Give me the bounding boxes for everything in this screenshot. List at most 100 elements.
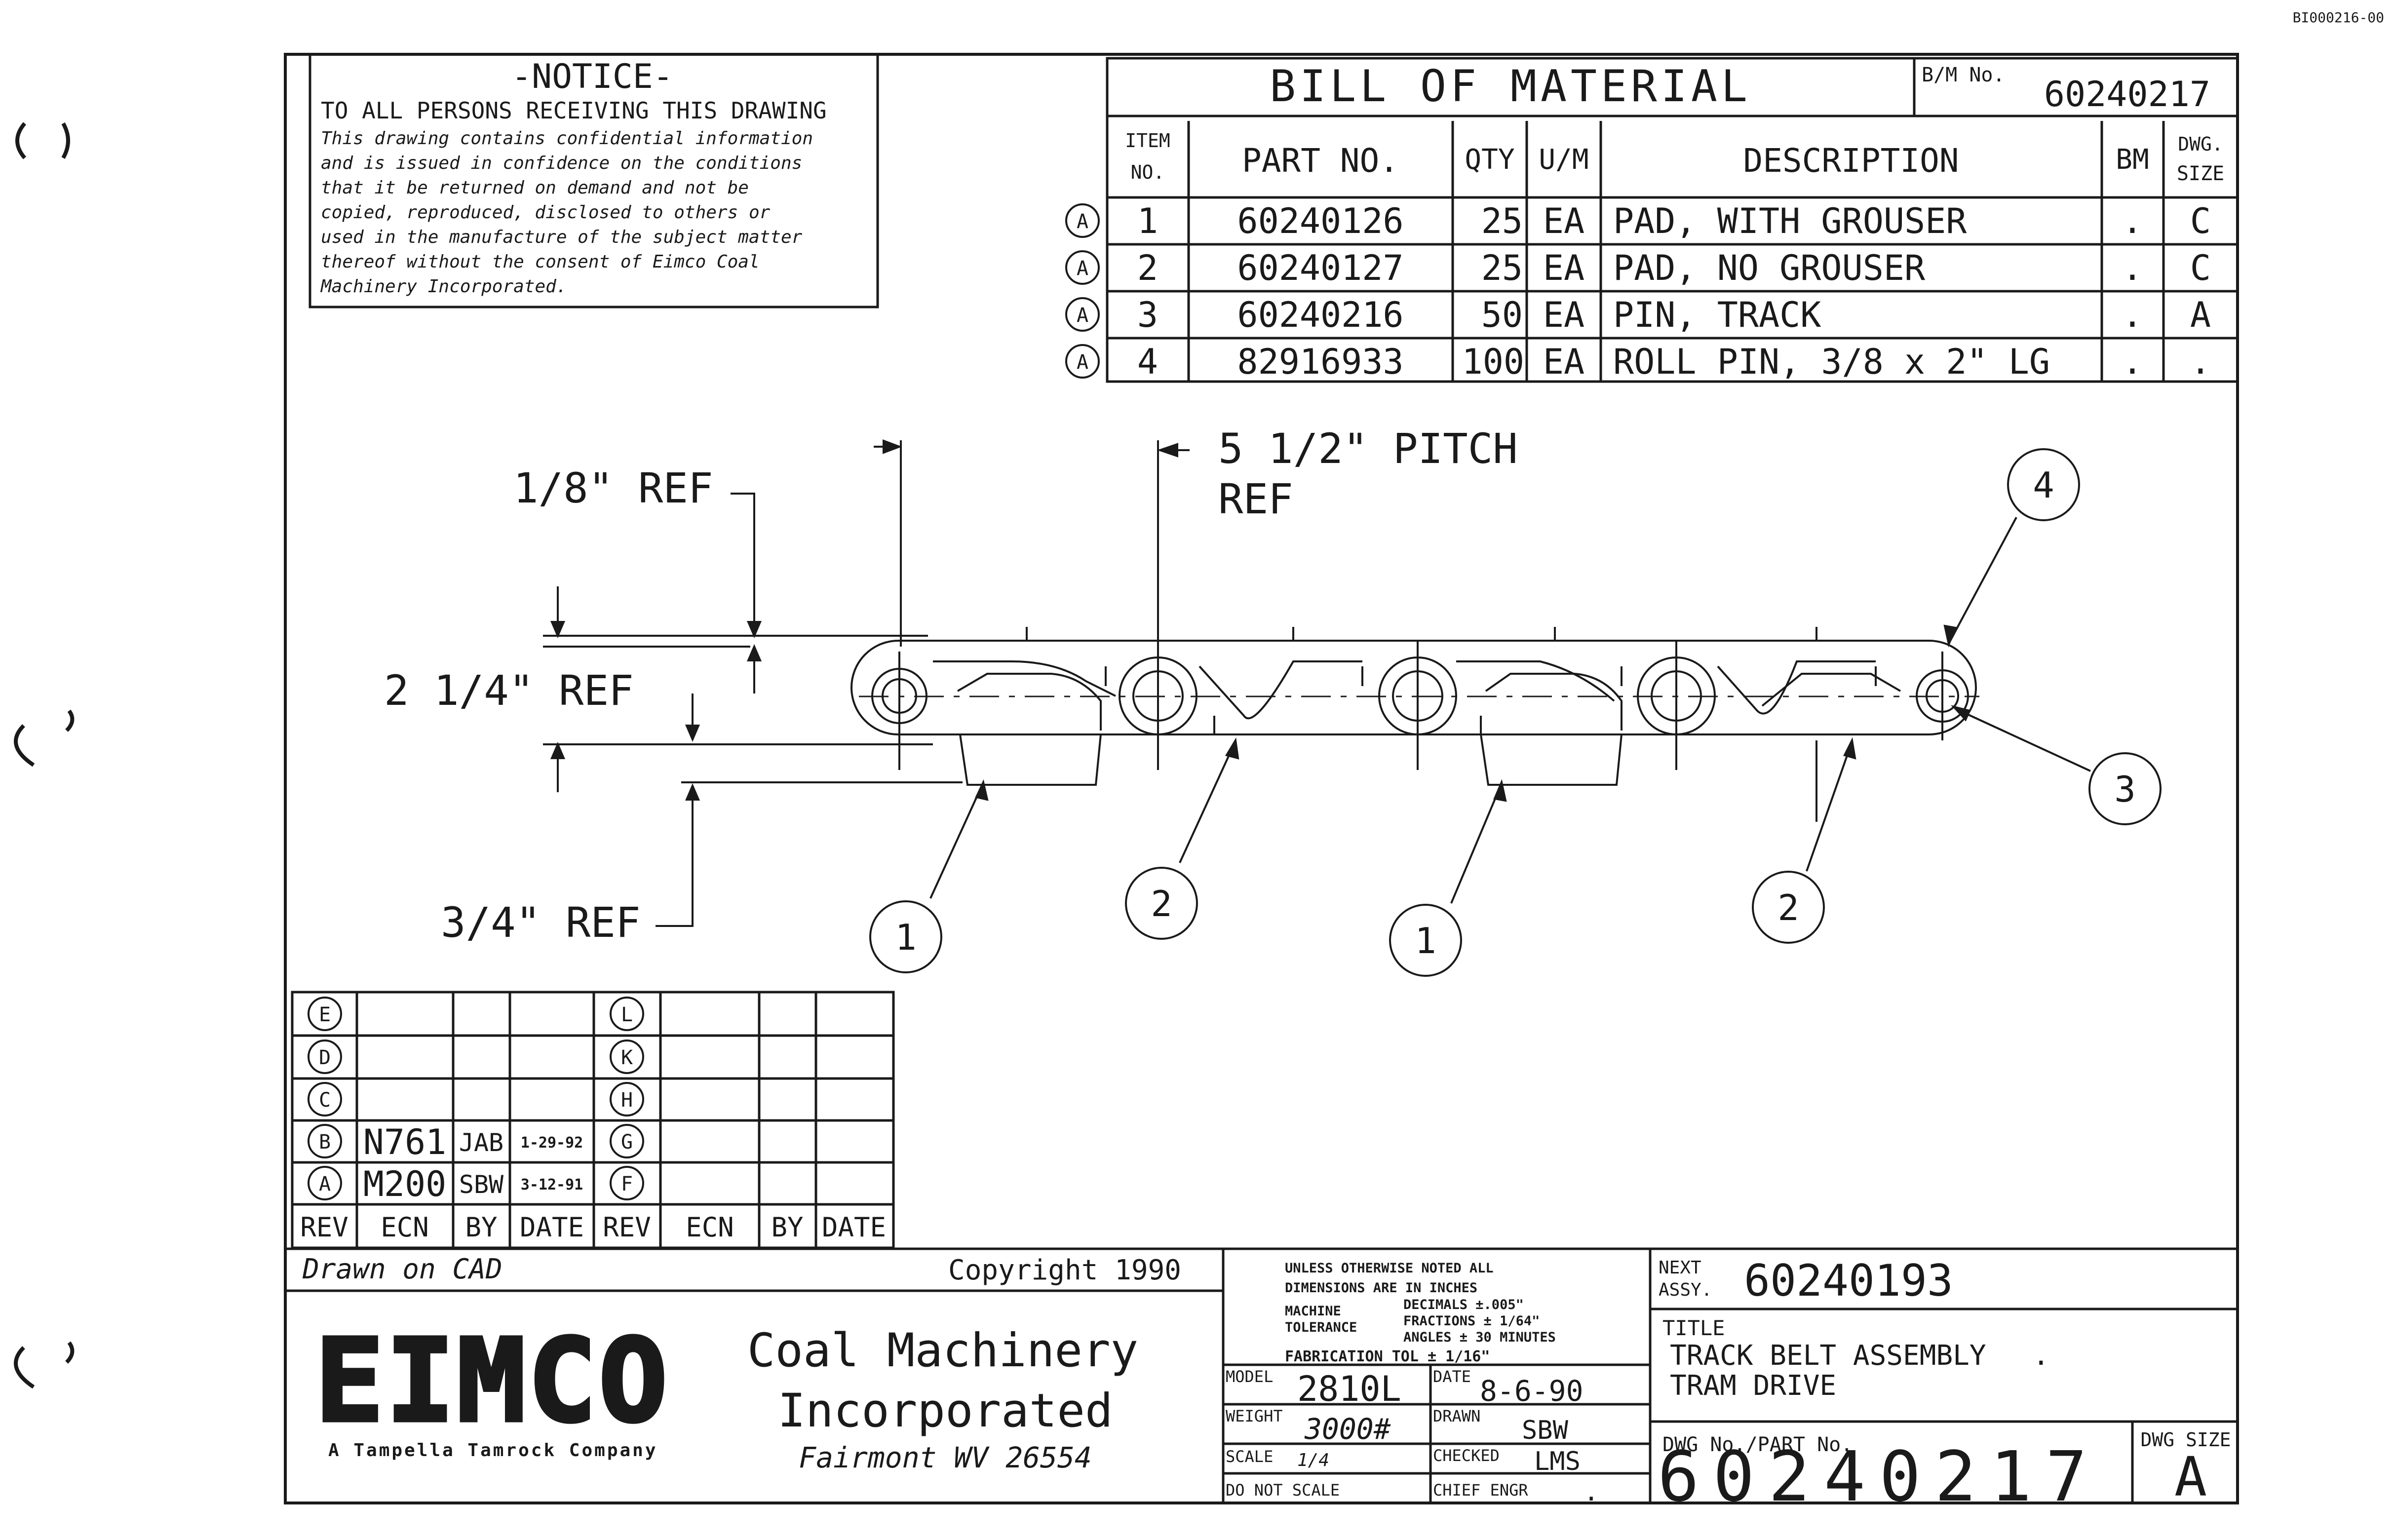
bom-header-part: PART NO.: [1242, 142, 1399, 180]
title-line1-dot: .: [2033, 1340, 2049, 1372]
bom-header-um: U/M: [1539, 144, 1588, 176]
notice-box: -NOTICE- TO ALL PERSONS RECEIVING THIS D…: [309, 53, 879, 308]
drawn-on-cad: Drawn on CAD: [302, 1253, 502, 1285]
bom-title: BILL OF MATERIAL: [1270, 61, 1751, 112]
rev-header: REV: [603, 1212, 651, 1243]
checked-value: LMS: [1534, 1447, 1581, 1476]
title-label: TITLE: [1662, 1316, 1725, 1340]
tolerance-note: DIMENSIONS ARE IN INCHES: [1285, 1280, 1477, 1296]
dwg-size-label: DWG SIZE: [2140, 1429, 2231, 1451]
balloon-label: 3: [2114, 769, 2135, 810]
balloon-label: 4: [2033, 464, 2054, 506]
bom-row-bm: .: [2122, 201, 2143, 241]
company-name-line1: Coal Machinery: [747, 1324, 1138, 1378]
scale-value: 1/4: [1297, 1450, 1329, 1470]
bom-header-bm: BM: [2116, 144, 2149, 176]
bom-row-description: PIN, TRACK: [1613, 295, 1821, 335]
bom-row-description: PAD, NO GROUSER: [1613, 248, 1926, 288]
rev-letter: H: [621, 1089, 633, 1112]
bom-row-qty: 50: [1481, 295, 1523, 335]
bom-row-um: EA: [1543, 201, 1584, 241]
notice-line: This drawing contains confidential infor…: [321, 128, 813, 149]
title-line1: TRACK BELT ASSEMBLY: [1670, 1340, 1986, 1372]
dim-eighth-ref: 1/8" REF: [513, 464, 713, 512]
balloon-label: 2: [1777, 887, 1799, 928]
bom-header-description: DESCRIPTION: [1743, 142, 1959, 180]
notice-line: Machinery Incorporated.: [320, 276, 567, 297]
corner-code: BI000216-00: [2293, 9, 2384, 26]
bom-row-item: 4: [1137, 342, 1158, 382]
company-tagline: A Tampella Tamrock Company: [328, 1440, 658, 1461]
bom-row-bm: .: [2122, 342, 2143, 382]
copyright: Copyright 1990: [948, 1254, 1181, 1286]
rev-letter: F: [621, 1173, 633, 1195]
revision-table: E D C B A N761 JAB 1-29-92 M200 SBW 3-12…: [291, 991, 895, 1249]
bom-row-size: C: [2190, 248, 2211, 288]
dwg-size-value: A: [2174, 1445, 2207, 1508]
bom-row-size: .: [2190, 342, 2211, 382]
bom-row-rev: A: [1077, 351, 1088, 374]
rev-header: REV: [300, 1212, 348, 1243]
rev-header: ECN: [686, 1212, 734, 1243]
model-label: MODEL: [1226, 1367, 1273, 1386]
dwg-no: 60240217: [1658, 1437, 2101, 1517]
notice-line: copied, reproduced, disclosed to others …: [321, 202, 771, 223]
next-assy-label: NEXT: [1659, 1258, 1701, 1278]
bom-header-item: NO.: [1131, 161, 1165, 183]
bom-number-label: B/M No.: [1922, 64, 2005, 86]
dwg-no-label: DWG No./PART No.: [1662, 1433, 1853, 1456]
checked-label: CHECKED: [1433, 1446, 1500, 1465]
rev-header: DATE: [520, 1212, 584, 1243]
company-location: Fairmont WV 26554: [799, 1441, 1092, 1474]
bom-row: A 2 60240127 25 EA PAD, NO GROUSER . C: [1065, 248, 2211, 288]
date-value: 8-6-90: [1480, 1374, 1584, 1408]
bom-row-um: EA: [1543, 342, 1584, 382]
rev-letter: E: [319, 1003, 331, 1026]
tolerance-note: MACHINE: [1285, 1304, 1341, 1319]
eimco-logo: EIMCO: [315, 1314, 669, 1448]
bom-row-size: A: [2190, 295, 2211, 335]
bom-header-qty: QTY: [1465, 144, 1514, 176]
rev-header: BY: [771, 1212, 803, 1243]
bom-row-rev: A: [1077, 210, 1088, 233]
tolerance-note: TOLERANCE: [1285, 1320, 1357, 1335]
balloon-label: 1: [1415, 920, 1436, 962]
bom-row-bm: .: [2122, 248, 2143, 288]
notice-title: -NOTICE-: [511, 57, 673, 96]
rev-letter: D: [319, 1046, 331, 1069]
bom-row-description: ROLL PIN, 3/8 x 2" LG: [1613, 342, 2050, 382]
rev-letter: K: [621, 1046, 633, 1069]
bom-row-item: 1: [1137, 201, 1158, 241]
rev-header: BY: [465, 1212, 497, 1243]
bom-header-size: SIZE: [2177, 162, 2224, 185]
next-assy-label: ASSY.: [1659, 1280, 1712, 1300]
drawing-border: [284, 53, 2239, 1504]
balloon-label: 2: [1151, 883, 1172, 924]
bom-row: A 4 82916933 100 EA ROLL PIN, 3/8 x 2" L…: [1065, 342, 2211, 382]
rev-letter: C: [319, 1089, 331, 1112]
rev-ecn: M200: [363, 1164, 447, 1204]
bom-row: A 1 60240126 25 EA PAD, WITH GROUSER . C: [1065, 201, 2211, 241]
bom-row-qty: 100: [1462, 342, 1524, 382]
date-label: DATE: [1433, 1367, 1471, 1386]
scale-label: SCALE: [1226, 1447, 1273, 1466]
bom-row-description: PAD, WITH GROUSER: [1613, 201, 1967, 241]
item-balloons: [869, 448, 2162, 977]
bom-row-part: 60240127: [1237, 248, 1403, 288]
model-value: 2810L: [1297, 1369, 1401, 1409]
rev-letter: B: [319, 1131, 331, 1154]
dim-two-quarter-ref: 2 1/4" REF: [384, 666, 634, 715]
bom-row: A 3 60240216 50 EA PIN, TRACK . A: [1065, 295, 2211, 335]
notice-line: TO ALL PERSONS RECEIVING THIS DRAWING: [321, 97, 827, 124]
bom-row-part: 60240216: [1237, 295, 1403, 335]
bom-row-um: EA: [1543, 295, 1584, 335]
drawn-label: DRAWN: [1433, 1407, 1480, 1425]
rev-by: SBW: [459, 1170, 504, 1199]
balloon-label: 1: [895, 917, 916, 958]
rev-letter: A: [319, 1173, 331, 1195]
company-name-line2: Incorporated: [777, 1384, 1113, 1438]
bom-row-rev: A: [1077, 304, 1088, 327]
tolerance-note: ANGLES ± 30 MINUTES: [1403, 1330, 1556, 1345]
dim-pitch: 5 1/2" PITCH: [1218, 424, 1518, 473]
